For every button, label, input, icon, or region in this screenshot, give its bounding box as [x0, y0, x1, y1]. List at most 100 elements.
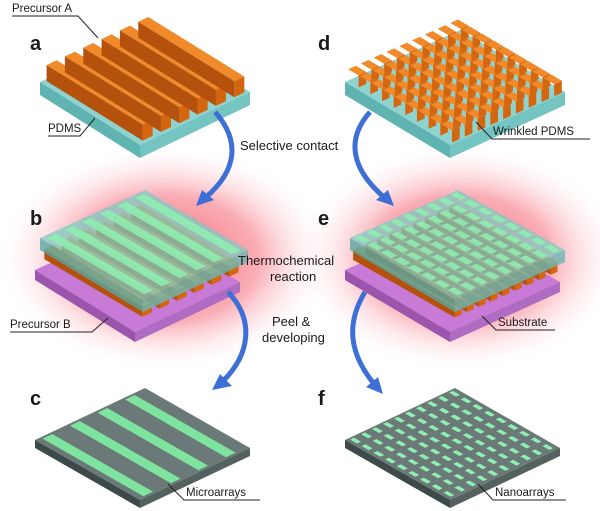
nanoarray-dash	[396, 452, 407, 459]
nanoarray-dash	[383, 422, 394, 428]
green-dash-e	[417, 233, 434, 243]
green-dash-e	[494, 253, 511, 262]
wrinkle-front	[451, 127, 460, 143]
nanoarray-dash	[472, 404, 484, 410]
arrow-left-contact	[203, 110, 235, 200]
green-dash-e	[531, 249, 548, 259]
panel-letter-c: c	[30, 388, 41, 410]
green-dash-e	[414, 208, 431, 217]
green-dash-e	[405, 239, 422, 248]
green-dash-e	[378, 224, 395, 233]
ridge-a-front	[234, 76, 245, 98]
green-dash-e	[479, 232, 496, 242]
green-dash-e	[469, 250, 486, 260]
nanoarray-dash	[461, 409, 473, 416]
green-stripe-b	[64, 225, 171, 287]
nanoarray-dash	[450, 414, 462, 421]
nanoarray-dash	[453, 473, 465, 480]
green-dash-e	[354, 234, 371, 244]
green-dash-e	[543, 244, 560, 253]
nanoarray-dash	[475, 463, 487, 470]
ridge-a-side	[64, 56, 161, 132]
wrinkle-top	[450, 19, 469, 30]
nanoarray-dash	[465, 480, 477, 487]
nanoarray-dash	[430, 460, 442, 467]
microarray-stripe	[125, 395, 236, 458]
nanoarray-dash	[372, 427, 383, 434]
wrinkle-top	[462, 26, 481, 37]
green-dash-e	[478, 219, 495, 229]
panel-letter-f: f	[318, 388, 325, 410]
wrinkle-front	[490, 109, 498, 126]
wrinkle-top	[437, 25, 456, 35]
wrinkle-top	[412, 36, 431, 47]
green-dash-e	[391, 231, 408, 240]
wrinkle-front	[541, 86, 550, 103]
green-dash-e	[459, 281, 476, 291]
green-dash-e	[491, 227, 508, 236]
green-stripe-b	[47, 233, 154, 295]
step-peel-line2: developing	[262, 330, 325, 345]
wrinkle-front	[477, 115, 486, 131]
green-stripe-b	[82, 217, 189, 279]
green-dash-e	[421, 272, 438, 281]
green-dash-e	[393, 244, 410, 253]
nanoarray-dash	[530, 437, 542, 444]
green-dash-e	[450, 192, 467, 201]
nanoarray-dash	[361, 444, 373, 451]
nanoarray-dash	[495, 417, 507, 424]
arrow-right-peel	[350, 290, 377, 387]
green-dash-e	[457, 256, 474, 265]
nanoarray-dash	[451, 426, 462, 433]
nanoarray-dash	[508, 447, 520, 454]
green-dash-e	[463, 199, 480, 208]
nanoarray-dash	[440, 431, 451, 438]
green-dash-e	[442, 235, 459, 245]
microarray-stripe	[70, 421, 181, 484]
nanoarray-dash	[498, 464, 510, 471]
green-dash-e	[465, 212, 482, 221]
green-dash-e	[481, 245, 498, 254]
nanoarray-dash	[428, 424, 440, 431]
nanoarray-dash	[507, 424, 519, 430]
green-dash-e	[483, 271, 500, 280]
nanoarray-dash	[373, 450, 385, 457]
nanoarray-dash	[473, 427, 485, 434]
nanoarray-dash	[460, 397, 472, 404]
nanoarray-dash	[451, 438, 463, 445]
green-dash-e	[453, 217, 470, 227]
green-dash-e	[518, 242, 535, 251]
green-dash-e	[493, 240, 510, 249]
green-dash-e	[431, 254, 448, 263]
nanoarray-dash	[519, 442, 531, 449]
arrow-right-contact	[352, 110, 387, 200]
green-dash-e	[439, 210, 456, 219]
label-precursor-b: Precursor B	[10, 319, 71, 331]
green-dash-e	[403, 226, 420, 235]
label-microarrays: Microarrays	[186, 487, 246, 499]
nanoarray-dash	[440, 443, 452, 450]
green-dash-e	[445, 261, 462, 270]
nanoarray-dash	[383, 433, 395, 440]
nanoarray-dash	[474, 439, 486, 446]
nanoarray-dash	[372, 439, 384, 445]
panel-letter-a: a	[30, 33, 42, 55]
nanoarray-dash	[431, 472, 442, 479]
nanoarray-dash	[418, 442, 429, 448]
green-dash-e	[477, 207, 494, 216]
nanoarray-dash	[452, 450, 464, 456]
nanoarray-dash	[449, 390, 460, 397]
green-dash-e	[503, 222, 520, 231]
nanoarray-dash	[384, 445, 396, 452]
wrinkle-top	[424, 31, 443, 41]
green-dash-e	[470, 263, 487, 273]
nanoarray-dash	[453, 462, 464, 468]
nanoarray-dash	[419, 465, 431, 472]
green-dash-e	[471, 276, 488, 285]
nanoarray-dash	[407, 447, 418, 454]
step-thermochemical-line1: Thermochemical	[238, 253, 334, 268]
nanoarray-dash	[508, 436, 519, 442]
nanoarray-dash	[361, 432, 372, 439]
nanoarray-dash	[405, 423, 417, 430]
leader-substrate	[481, 315, 555, 331]
